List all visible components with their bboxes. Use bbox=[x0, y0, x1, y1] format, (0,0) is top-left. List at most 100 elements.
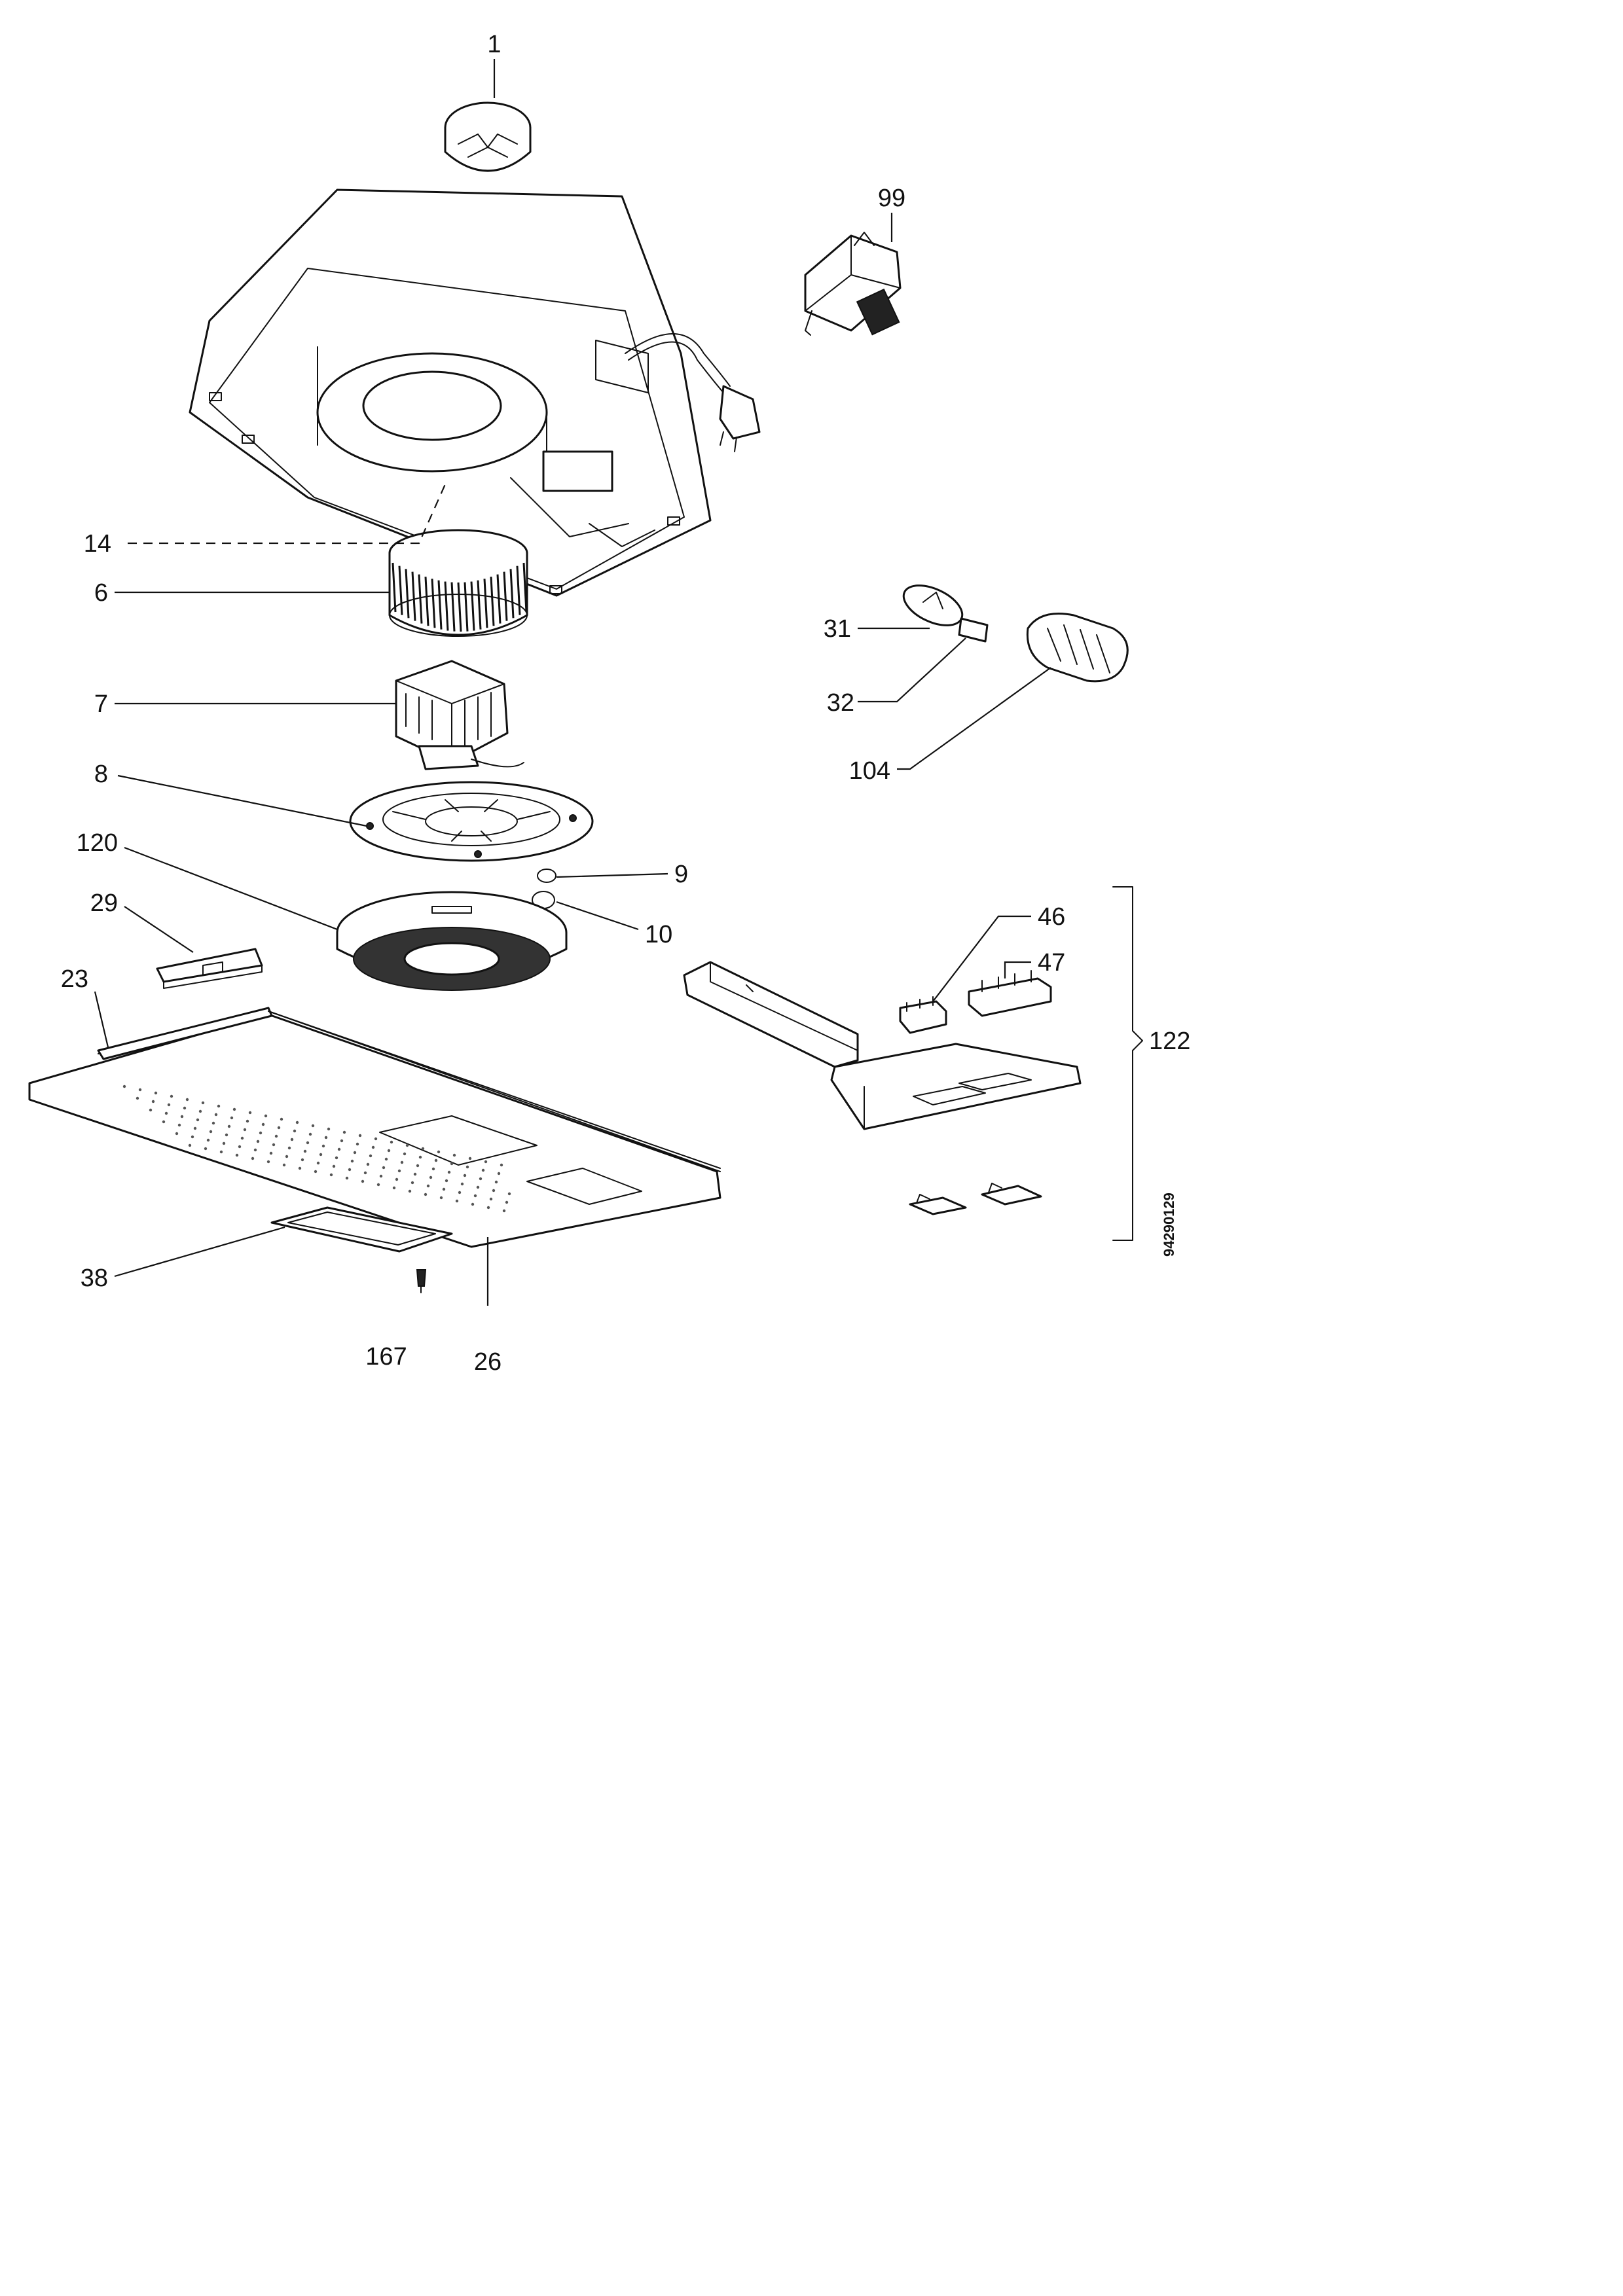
perforation-dot bbox=[238, 1145, 242, 1149]
part-labels: 1 99 14 6 31 32 7 104 8 120 9 29 10 46 4… bbox=[61, 31, 1191, 1376]
perforation-dot bbox=[500, 1163, 503, 1167]
perforation-dot bbox=[405, 1143, 409, 1147]
perforation-dot bbox=[463, 1174, 467, 1177]
perforation-dot bbox=[497, 1172, 501, 1175]
part-47-switch-drawing bbox=[968, 970, 1052, 1017]
perforation-dot bbox=[164, 1111, 168, 1115]
label-part-6: 6 bbox=[94, 579, 108, 607]
perforation-dot bbox=[361, 1179, 365, 1183]
perforation-dot bbox=[327, 1127, 331, 1131]
fan-blade-stroke bbox=[450, 582, 456, 632]
fan-blade-stroke bbox=[483, 579, 488, 628]
perforation-dot bbox=[314, 1170, 318, 1174]
perforation-dot bbox=[274, 1134, 278, 1138]
part-9-ring-drawing bbox=[537, 869, 556, 883]
label-part-122: 122 bbox=[1149, 1028, 1190, 1055]
perforation-dot bbox=[502, 1209, 506, 1213]
perforation-dot bbox=[232, 1107, 236, 1111]
perforation-dot bbox=[421, 1147, 425, 1151]
perforation-dot bbox=[138, 1088, 142, 1092]
perforation-dot bbox=[363, 1171, 367, 1175]
perforation-dot bbox=[251, 1157, 255, 1160]
perforation-dot bbox=[481, 1168, 485, 1172]
document-code: 94290129 bbox=[1161, 1193, 1177, 1257]
perforation-dot bbox=[332, 1164, 336, 1168]
perforation-dot bbox=[460, 1182, 464, 1186]
perforation-dot bbox=[204, 1147, 208, 1151]
part-23-frame-rail-drawing bbox=[97, 1007, 721, 1169]
part-7-motor-drawing bbox=[395, 660, 524, 770]
perforation-dot bbox=[269, 1151, 273, 1155]
perforation-dot bbox=[227, 1124, 231, 1128]
label-part-10: 10 bbox=[645, 921, 672, 948]
label-part-31: 31 bbox=[824, 615, 851, 643]
perforation-dot bbox=[308, 1132, 312, 1136]
perforation-dot bbox=[154, 1091, 158, 1095]
perforation-dot bbox=[376, 1183, 380, 1187]
perforation-dot bbox=[366, 1162, 370, 1166]
perforation-dot bbox=[272, 1143, 276, 1147]
perforation-dot bbox=[431, 1167, 435, 1171]
label-part-26: 26 bbox=[474, 1348, 501, 1376]
perforation-dot bbox=[403, 1152, 407, 1156]
label-part-120: 120 bbox=[77, 829, 118, 857]
perforation-dot bbox=[455, 1199, 459, 1203]
perforation-dot bbox=[379, 1174, 383, 1178]
perforation-dot bbox=[261, 1122, 265, 1126]
perforation-dot bbox=[369, 1154, 373, 1158]
perforation-dot bbox=[183, 1106, 187, 1110]
perforation-dot bbox=[162, 1120, 166, 1124]
part-31-lamp-drawing bbox=[902, 584, 964, 626]
part-38-light-cover-drawing bbox=[270, 1206, 453, 1253]
perforation-dot bbox=[175, 1132, 179, 1136]
fan-blade-stroke bbox=[392, 562, 397, 613]
label-part-32: 32 bbox=[827, 689, 854, 717]
perforation-dot bbox=[222, 1141, 226, 1145]
fan-blade-stroke bbox=[424, 577, 429, 626]
perforation-dot bbox=[473, 1194, 477, 1198]
perforation-dot bbox=[395, 1177, 399, 1181]
part-1-cap-drawing bbox=[444, 101, 532, 172]
perforation-dot bbox=[170, 1094, 173, 1098]
label-part-47: 47 bbox=[1038, 949, 1065, 977]
perforation-dot bbox=[434, 1158, 438, 1162]
perforation-dot bbox=[285, 1155, 289, 1158]
perforation-dot bbox=[316, 1161, 320, 1165]
perforation-dot bbox=[136, 1096, 139, 1100]
fan-blade-stroke bbox=[418, 574, 423, 624]
perforation-dot bbox=[350, 1159, 354, 1163]
perforation-dot bbox=[282, 1163, 286, 1167]
perforation-dot bbox=[329, 1173, 333, 1177]
perforation-dot bbox=[439, 1196, 443, 1200]
perforation-dot bbox=[211, 1121, 215, 1125]
fan-blade-stroke bbox=[431, 579, 436, 628]
perforation-dot bbox=[193, 1126, 197, 1130]
perforation-dot bbox=[442, 1187, 446, 1191]
label-part-8: 8 bbox=[94, 761, 108, 788]
perforation-dot bbox=[209, 1130, 213, 1134]
perforation-dot bbox=[188, 1143, 192, 1147]
label-part-29: 29 bbox=[90, 889, 118, 917]
perforation-dot bbox=[392, 1186, 396, 1190]
part-46-switch-drawing bbox=[899, 996, 947, 1034]
label-part-7: 7 bbox=[94, 691, 108, 718]
perforation-dot bbox=[151, 1100, 155, 1103]
perforation-dot bbox=[471, 1202, 475, 1206]
perforation-dot bbox=[387, 1149, 391, 1153]
perforation-dot bbox=[264, 1114, 268, 1118]
perforation-dot bbox=[295, 1121, 299, 1124]
part-6-fan-wheel-drawing bbox=[388, 529, 528, 637]
perforation-dot bbox=[290, 1138, 294, 1141]
perforation-dot bbox=[198, 1109, 202, 1113]
perforation-dot bbox=[450, 1162, 454, 1166]
part-122-control-assembly-drawing bbox=[683, 961, 1082, 1130]
perforation-dot bbox=[465, 1165, 469, 1169]
label-part-99: 99 bbox=[878, 185, 905, 212]
fan-blade-stroke bbox=[490, 577, 495, 626]
perforation-dot bbox=[413, 1172, 417, 1176]
perforation-dot bbox=[335, 1156, 338, 1160]
perforation-dot bbox=[225, 1133, 228, 1137]
label-part-167: 167 bbox=[365, 1343, 407, 1371]
perforation-dot bbox=[321, 1144, 325, 1148]
perforation-dot bbox=[311, 1124, 315, 1128]
